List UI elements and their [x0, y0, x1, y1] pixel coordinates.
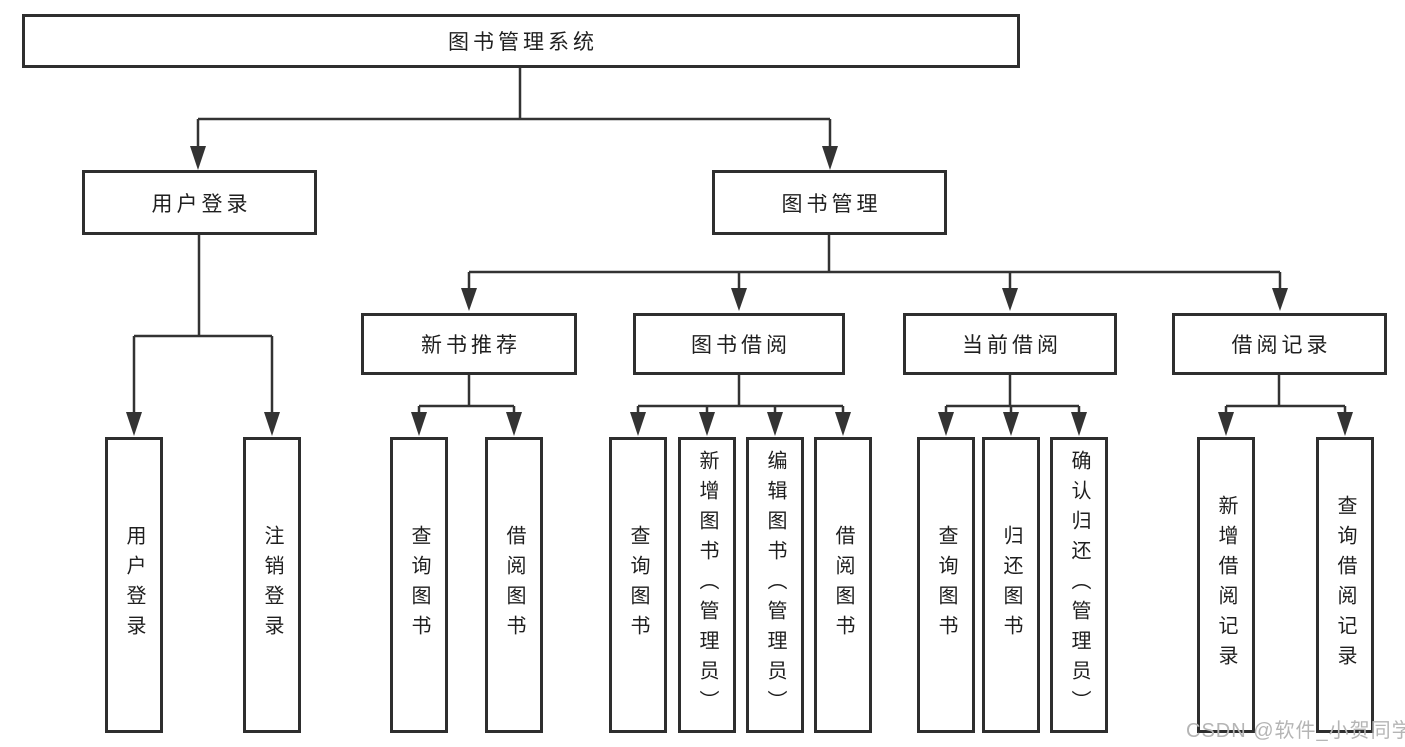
node-leaf-query-books-current: 查询图书 [917, 437, 975, 733]
node-label: 借阅记录 [1231, 334, 1332, 357]
node-leaf-edit-books-admin: 编辑图书（管理员） [746, 437, 804, 733]
node-label: 新增图书（管理员） [696, 450, 718, 720]
arrow-icon [461, 288, 477, 311]
node-user-login: 用户登录 [82, 170, 317, 235]
node-leaf-borrow-books: 借阅图书 [814, 437, 872, 733]
node-leaf-query-books-borrow: 查询图书 [609, 437, 667, 733]
arrow-icon [506, 412, 522, 436]
connector-history-to-leaves [1224, 375, 1347, 416]
node-leaf-user-login: 用户登录 [105, 437, 163, 733]
arrow-icon [1071, 412, 1087, 436]
arrow-icon [1003, 412, 1019, 436]
node-label: 新书推荐 [421, 334, 521, 357]
node-leaf-logout: 注销登录 [243, 437, 301, 733]
node-borrow-history: 借阅记录 [1172, 313, 1387, 375]
node-leaf-add-books-admin: 新增图书（管理员） [678, 437, 736, 733]
arrow-icon [835, 412, 851, 436]
arrow-icon [699, 412, 715, 436]
node-label: 查询图书 [627, 525, 649, 645]
arrow-icon [411, 412, 427, 436]
connector-root-to-branches [196, 68, 832, 148]
node-label: 图书借阅 [691, 334, 791, 357]
arrow-icon [1002, 288, 1018, 311]
node-label: 归还图书 [1000, 525, 1022, 645]
node-label: 查询借阅记录 [1334, 495, 1356, 675]
arrow-icon [1272, 288, 1288, 311]
node-book-borrow: 图书借阅 [633, 313, 845, 375]
node-leaf-borrow-books-recommend: 借阅图书 [485, 437, 543, 733]
csdn-watermark: CSDN @软件_小贺同学 [1186, 720, 1405, 742]
node-current-borrow: 当前借阅 [903, 313, 1117, 375]
connector-bookmgmt-to-modules [467, 235, 1282, 290]
node-leaf-query-borrow-record: 查询借阅记录 [1316, 437, 1374, 733]
node-label: 借阅图书 [832, 525, 854, 645]
node-label: 用户登录 [151, 192, 252, 216]
arrow-icon [731, 288, 747, 311]
node-label: 编辑图书（管理员） [764, 450, 786, 720]
arrow-icon [264, 412, 280, 436]
arrow-icon [767, 412, 783, 436]
connector-bookborrow-to-leaves [636, 375, 845, 416]
arrow-icon [630, 412, 646, 436]
node-book-management: 图书管理 [712, 170, 947, 235]
node-label: 图书管理 [781, 192, 882, 216]
arrow-icon [1337, 412, 1353, 436]
node-label: 用户登录 [123, 525, 145, 645]
node-new-book-recommend: 新书推荐 [361, 313, 577, 375]
node-label: 新增借阅记录 [1215, 495, 1237, 675]
node-label: 当前借阅 [962, 334, 1062, 357]
node-leaf-query-books-recommend: 查询图书 [390, 437, 448, 733]
arrow-icon [1218, 412, 1234, 436]
arrow-icon [938, 412, 954, 436]
connector-userlogin-to-leaves [132, 235, 274, 416]
node-label: 查询图书 [408, 525, 430, 645]
node-label: 确认归还（管理员） [1068, 450, 1090, 720]
node-label: 图书管理系统 [448, 31, 598, 54]
node-label: 借阅图书 [503, 525, 525, 645]
node-label: 注销登录 [261, 525, 283, 645]
connector-newbook-to-leaves [417, 375, 516, 416]
node-leaf-add-borrow-record: 新增借阅记录 [1197, 437, 1255, 733]
node-label: 查询图书 [935, 525, 957, 645]
arrow-icon [190, 146, 206, 170]
connector-currentborrow-to-leaves [944, 375, 1081, 416]
node-leaf-return-books: 归还图书 [982, 437, 1040, 733]
arrow-icon [822, 146, 838, 170]
arrow-icon [126, 412, 142, 436]
node-library-management-system: 图书管理系统 [22, 14, 1020, 68]
node-leaf-confirm-return-admin: 确认归还（管理员） [1050, 437, 1108, 733]
